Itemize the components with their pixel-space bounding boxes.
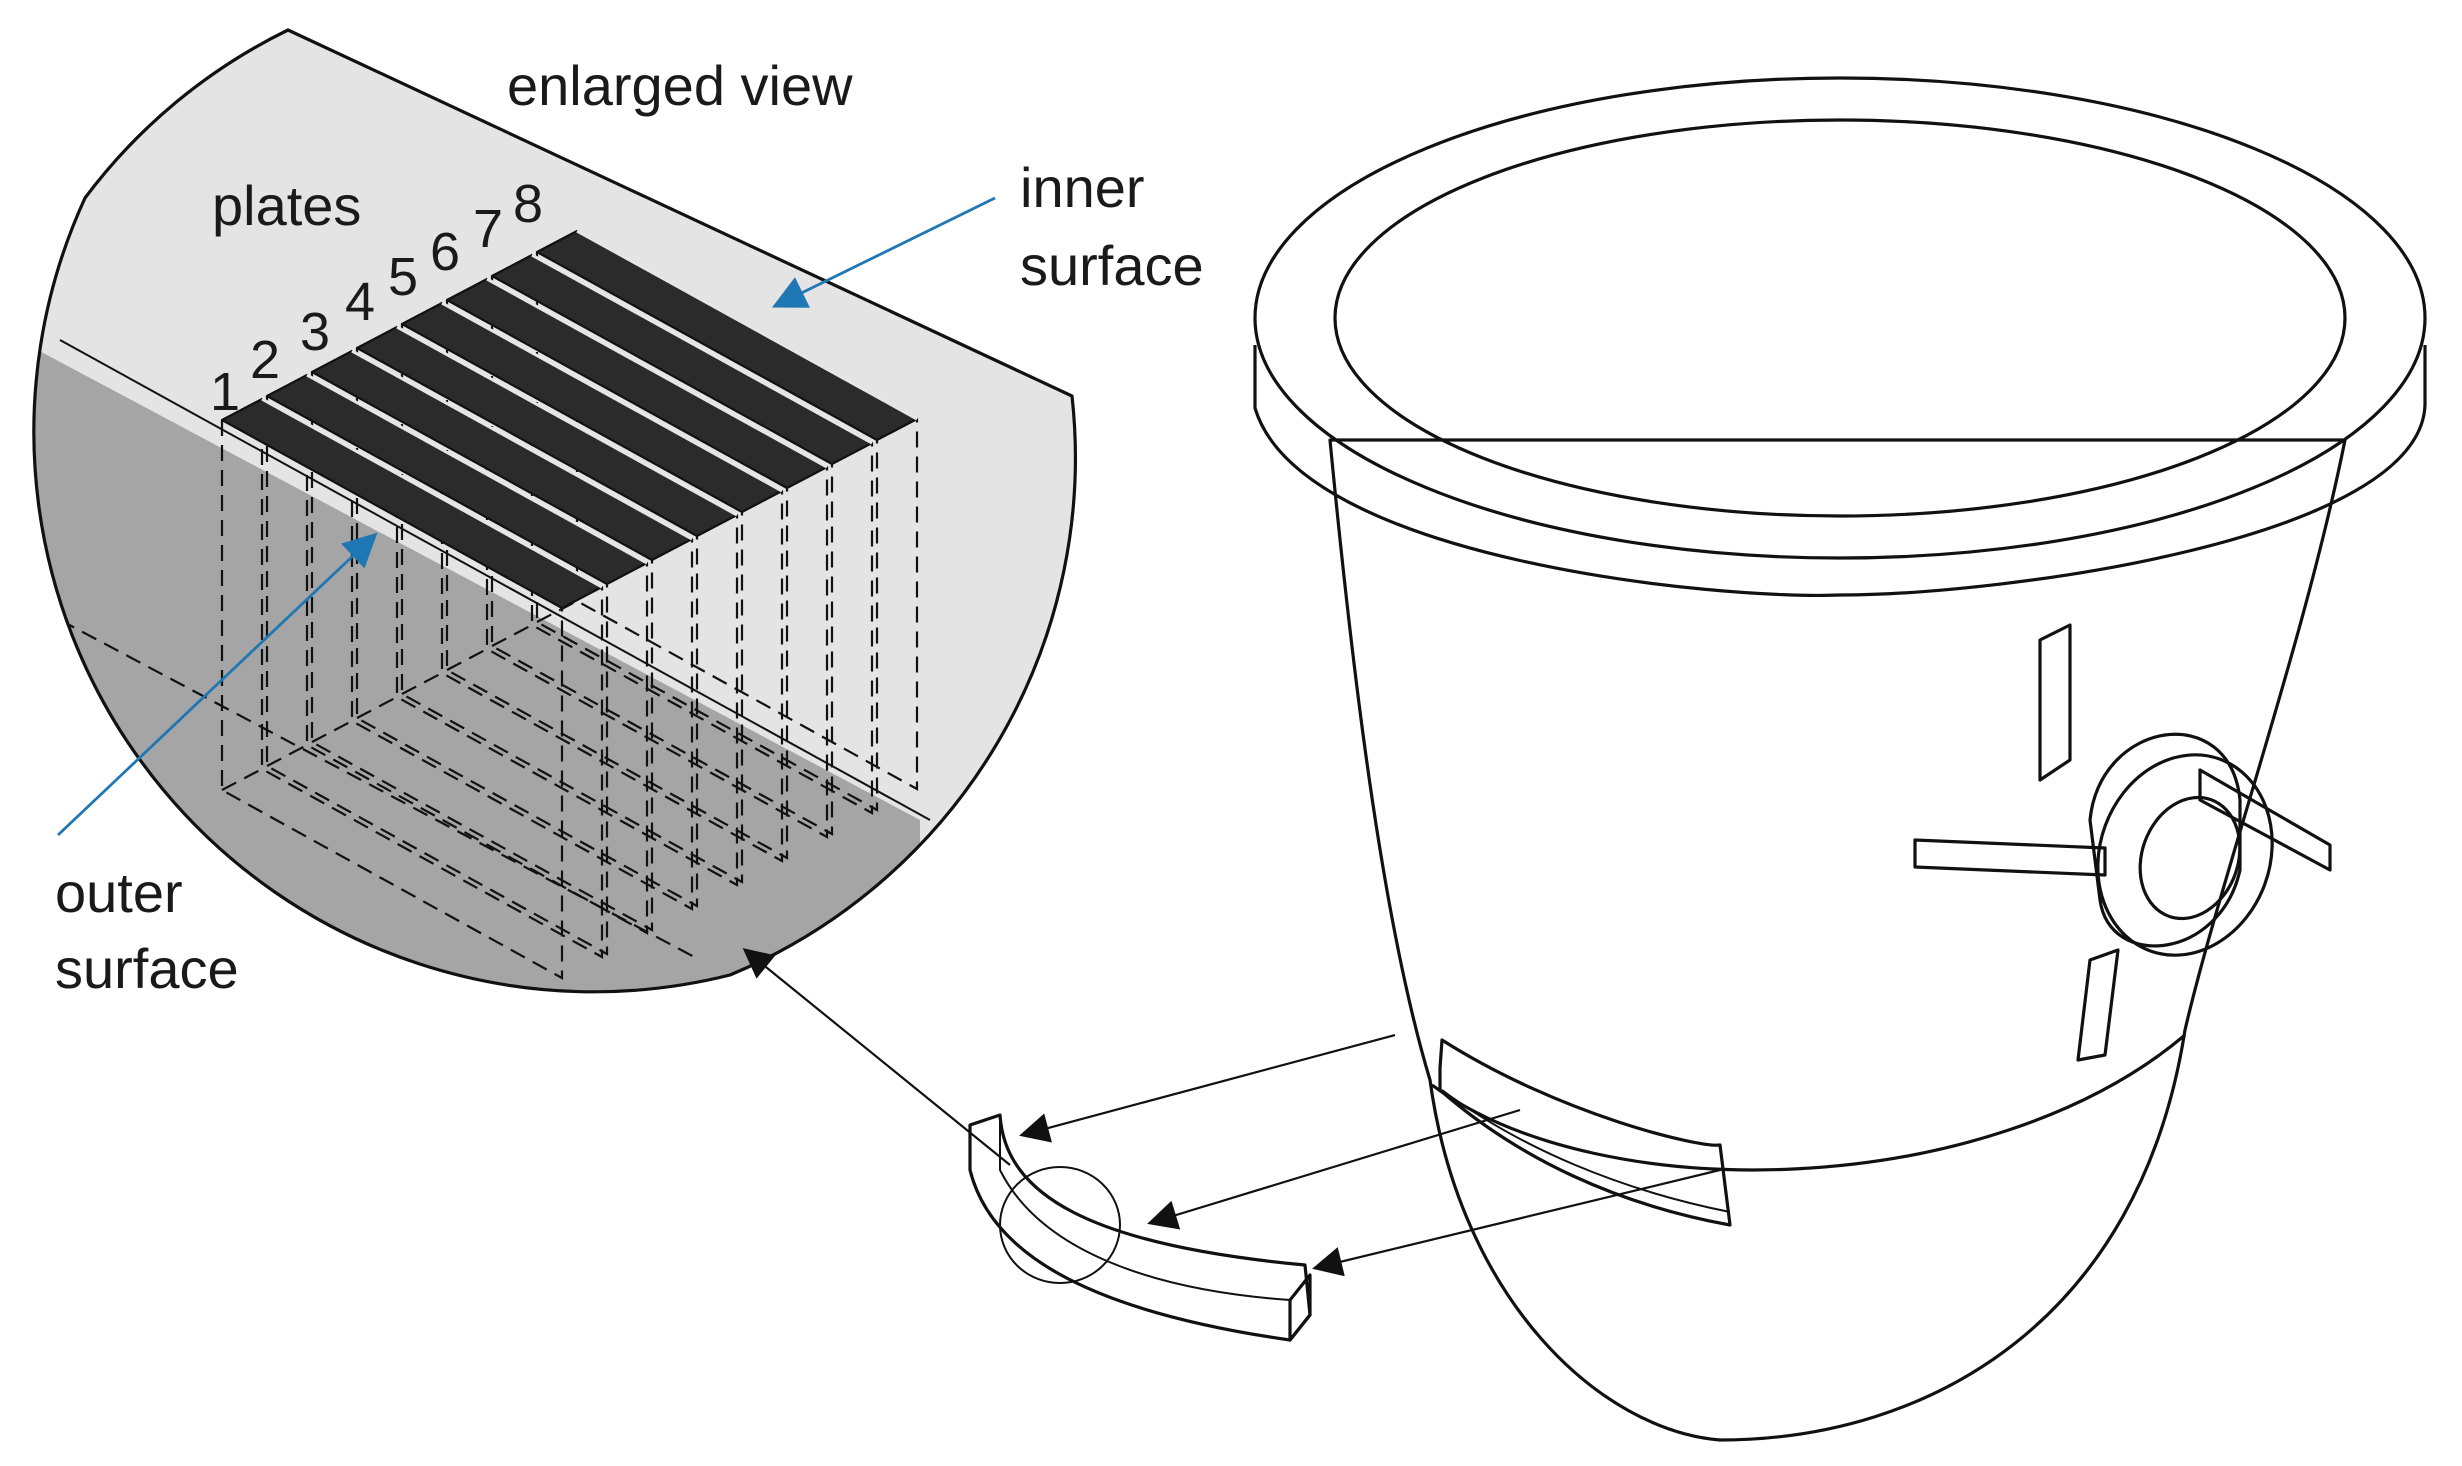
plate-numbers: 1 2 3 4 5 6 7 8 (210, 174, 543, 422)
plate-gap-4 (396, 325, 738, 517)
plate-gap-2 (306, 373, 648, 565)
section-outline (32, 28, 1078, 994)
rib-right (2198, 768, 2332, 872)
head-seam (1431, 1033, 2187, 1172)
rib-top (2038, 623, 2072, 782)
vessel (1253, 76, 2427, 1442)
plate-hidden-box-2 (265, 375, 649, 956)
enlarged-view-label: enlarged view (507, 54, 853, 117)
arrow-to-enlarged-view (742, 948, 1011, 1166)
inner-surface-leader (771, 196, 996, 308)
plate-gap-7 (531, 253, 873, 445)
plates-group (220, 229, 919, 610)
vessel-opening (1333, 118, 2347, 518)
removed-segment-cutout (1438, 1038, 1732, 1227)
plate-number-6: 6 (430, 222, 460, 282)
plate-number-4: 4 (345, 272, 375, 332)
plate-number-2: 2 (250, 330, 280, 390)
segment-end (1288, 1273, 1312, 1342)
rib-left (1913, 838, 2107, 877)
plate-number-5: 5 (388, 247, 418, 307)
plate-hidden-box-1 (220, 399, 604, 980)
segment-body (968, 1113, 1312, 1342)
inner-surface-label-line1: inner (1020, 156, 1145, 219)
arrow-to-segment-bottom (1312, 1168, 1721, 1277)
cutout-inner-edge (1441, 1089, 1731, 1213)
nozzle-face (2096, 753, 2274, 957)
plate-number-7: 7 (473, 199, 503, 259)
plate-gap-1 (261, 397, 603, 589)
outer-surface-label-line2: surface (55, 937, 239, 1000)
arrow-to-segment-top (1019, 1033, 1396, 1143)
outer-surface-label-line1: outer (55, 861, 183, 924)
arrow-to-segment-middle (1147, 1108, 1521, 1230)
inner-surface-label-line2: surface (1020, 234, 1204, 297)
extracted-segment (968, 1113, 1312, 1342)
plate-gap-8 (576, 229, 918, 421)
plate-gap-5 (441, 301, 783, 493)
segment-edge (999, 1115, 1291, 1301)
rib-bottom (2076, 948, 2120, 1062)
vessel-body (1328, 438, 2347, 1442)
flange-top (1253, 76, 2427, 560)
plate-gap-6 (486, 277, 828, 469)
plates-label: plates (212, 174, 361, 237)
nozzle-bore (2138, 795, 2242, 921)
enlarged-section: 1 2 3 4 5 6 7 8 plates (32, 28, 1078, 994)
plate-number-1: 1 (210, 362, 240, 422)
nozzle (1913, 623, 2332, 1062)
plate-gap-3 (351, 349, 693, 541)
detail-circle (999, 1166, 1121, 1284)
flange-side (1253, 345, 2427, 597)
outer-surface-leader (57, 532, 378, 837)
plate-number-8: 8 (513, 174, 543, 234)
plate-number-3: 3 (300, 302, 330, 362)
